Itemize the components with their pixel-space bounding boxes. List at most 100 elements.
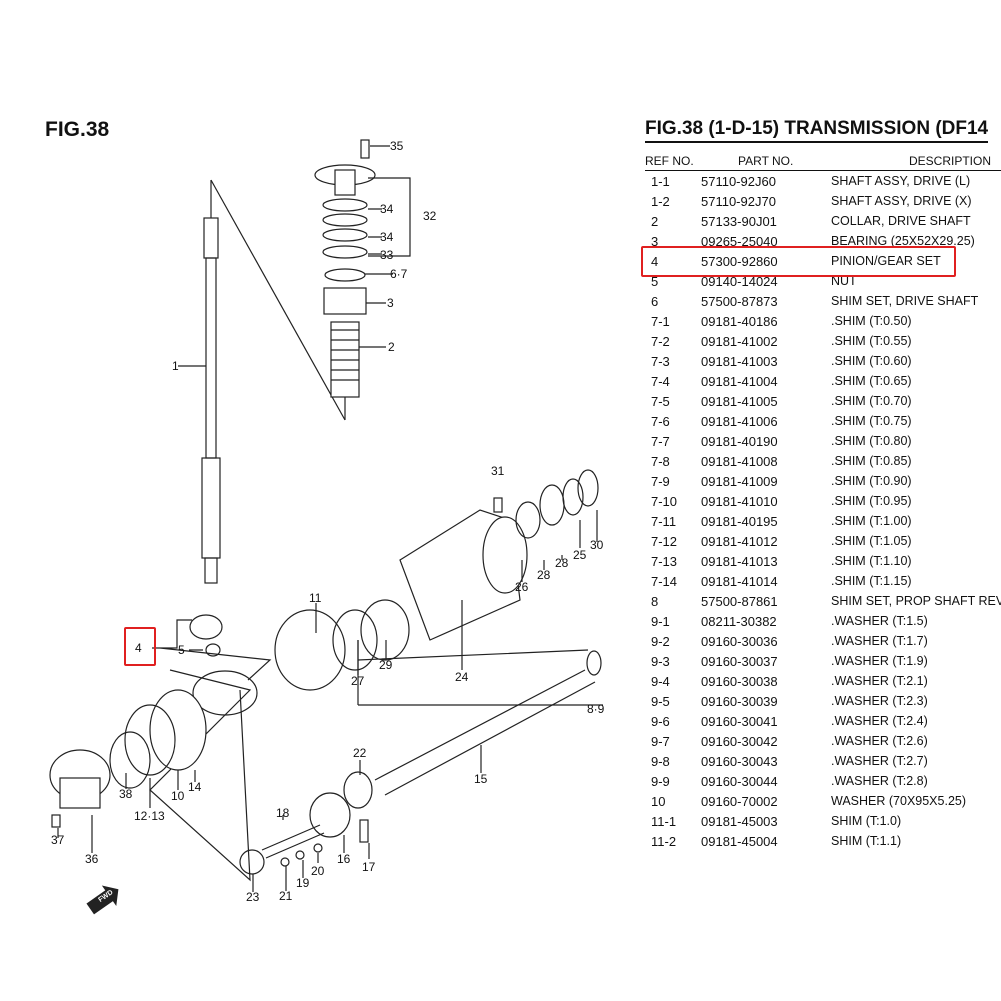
- callout-16: 16: [337, 852, 351, 866]
- part-no: 09160-30036: [701, 634, 778, 649]
- description: SHIM SET, DRIVE SHAFT: [831, 294, 979, 308]
- description: .WASHER (T:2.3): [831, 694, 928, 708]
- description: .WASHER (T:1.7): [831, 634, 928, 648]
- callout-28: 28: [537, 568, 551, 582]
- callout-1: 1: [172, 359, 179, 373]
- forward-gear-parts: [49, 689, 207, 828]
- ref-no: 10: [651, 794, 666, 809]
- callout-19: 19: [296, 876, 310, 890]
- part-no: 09160-30042: [701, 734, 778, 749]
- callout-29: 29: [379, 658, 393, 672]
- description: .WASHER (T:2.4): [831, 714, 928, 728]
- header-description: DESCRIPTION: [909, 154, 992, 168]
- part-no: 09181-41006: [701, 414, 778, 429]
- part-no: 09181-41013: [701, 554, 778, 569]
- ref-no: 7-4: [651, 374, 670, 389]
- part-no: 57133-90J01: [701, 214, 777, 229]
- part-no: 09181-40195: [701, 514, 778, 529]
- table-header: REF NO. PART NO. DESCRIPTION: [645, 154, 1001, 171]
- part-no: 09160-30039: [701, 694, 778, 709]
- ref-no: 7-9: [651, 474, 670, 489]
- description: SHIM (T:1.1): [831, 834, 902, 848]
- description: .SHIM (T:0.55): [831, 334, 912, 348]
- callout-32: 32: [423, 209, 437, 223]
- description: SHAFT ASSY, DRIVE (L): [831, 174, 971, 188]
- description: .SHIM (T:1.10): [831, 554, 912, 568]
- callout-3: 3: [387, 296, 394, 310]
- callout-25: 25: [573, 548, 587, 562]
- callout-30: 30: [590, 538, 604, 552]
- header-ref-no: REF NO.: [645, 154, 694, 168]
- part-no: 09160-30038: [701, 674, 778, 689]
- callout-17: 17: [362, 860, 376, 874]
- description: .SHIM (T:0.50): [831, 314, 912, 328]
- description: .SHIM (T:0.80): [831, 434, 912, 448]
- callout-highlight-box: [124, 627, 156, 666]
- ref-no: 9-4: [651, 674, 670, 689]
- ref-no: 9-7: [651, 734, 670, 749]
- figure-title: FIG.38: [45, 118, 110, 141]
- ref-no: 1-1: [651, 174, 670, 189]
- callout-28: 28: [555, 556, 569, 570]
- description: .SHIM (T:0.65): [831, 374, 912, 388]
- callout-15: 15: [474, 772, 488, 786]
- part-no: 09160-30041: [701, 714, 778, 729]
- ref-no: 1-2: [651, 194, 670, 209]
- part-no: 09181-40190: [701, 434, 778, 449]
- ref-no: 7-13: [651, 554, 678, 569]
- part-no: 09181-41010: [701, 494, 778, 509]
- part-no: 09160-70002: [701, 794, 778, 809]
- callout-22: 22: [353, 746, 367, 760]
- ref-no: 9-5: [651, 694, 670, 709]
- forward-direction-icon: [86, 885, 119, 915]
- description: .WASHER (T:2.8): [831, 774, 928, 788]
- callout-37: 37: [51, 833, 65, 847]
- callout-2: 2: [388, 340, 395, 354]
- ref-no: 8: [651, 594, 659, 609]
- description: .SHIM (T:0.75): [831, 414, 912, 428]
- callout-6-7: 6·7: [390, 267, 408, 281]
- selected-row-highlight: [641, 246, 956, 277]
- drive-shaft-part: [201, 179, 346, 584]
- callout-5: 5: [178, 643, 185, 657]
- ref-no: 7-11: [651, 514, 677, 529]
- ref-no: 9-1: [651, 614, 670, 629]
- callout-21: 21: [279, 889, 293, 903]
- description: NUT: [831, 274, 857, 288]
- part-no: 57110-92J60: [701, 174, 776, 189]
- part-no: 09181-41004: [701, 374, 778, 389]
- description: .SHIM (T:0.90): [831, 474, 912, 488]
- ref-no: 5: [651, 274, 659, 289]
- propeller-shaft-housing: [399, 469, 599, 641]
- callout-26: 26: [515, 580, 529, 594]
- part-no: 09181-41008: [701, 454, 778, 469]
- description: SHIM SET, PROP SHAFT REV: [831, 594, 1001, 608]
- part-no: 09181-45003: [701, 814, 778, 829]
- description: SHIM (T:1.0): [831, 814, 902, 828]
- part-no: 09160-30037: [701, 654, 778, 669]
- callout-34: 34: [380, 230, 394, 244]
- callout-14: 14: [188, 780, 202, 794]
- callout-31: 31: [491, 464, 505, 478]
- propeller-shaft-part: [357, 640, 603, 796]
- header-part-no: PART NO.: [738, 154, 794, 168]
- part-no: 57300-92860: [701, 254, 778, 269]
- callout-18: 18: [276, 806, 290, 820]
- description: PINION/GEAR SET: [831, 254, 941, 268]
- part-no: 08211-30382: [701, 614, 777, 629]
- ref-no: 7-14: [651, 574, 678, 589]
- part-no: 09181-41009: [701, 474, 778, 489]
- ref-no: 9-6: [651, 714, 670, 729]
- part-no: 09181-40186: [701, 314, 778, 329]
- description: .WASHER (T:1.9): [831, 654, 928, 668]
- ref-no: 7-8: [651, 454, 670, 469]
- callout-36: 36: [85, 852, 99, 866]
- ref-no: 7-1: [651, 314, 670, 329]
- callout-35: 35: [390, 139, 404, 153]
- part-no: 09160-30043: [701, 754, 778, 769]
- description: .SHIM (T:0.60): [831, 354, 912, 368]
- callout-23: 23: [246, 890, 260, 904]
- callout-11: 11: [309, 591, 322, 605]
- description: .WASHER (T:1.5): [831, 614, 928, 628]
